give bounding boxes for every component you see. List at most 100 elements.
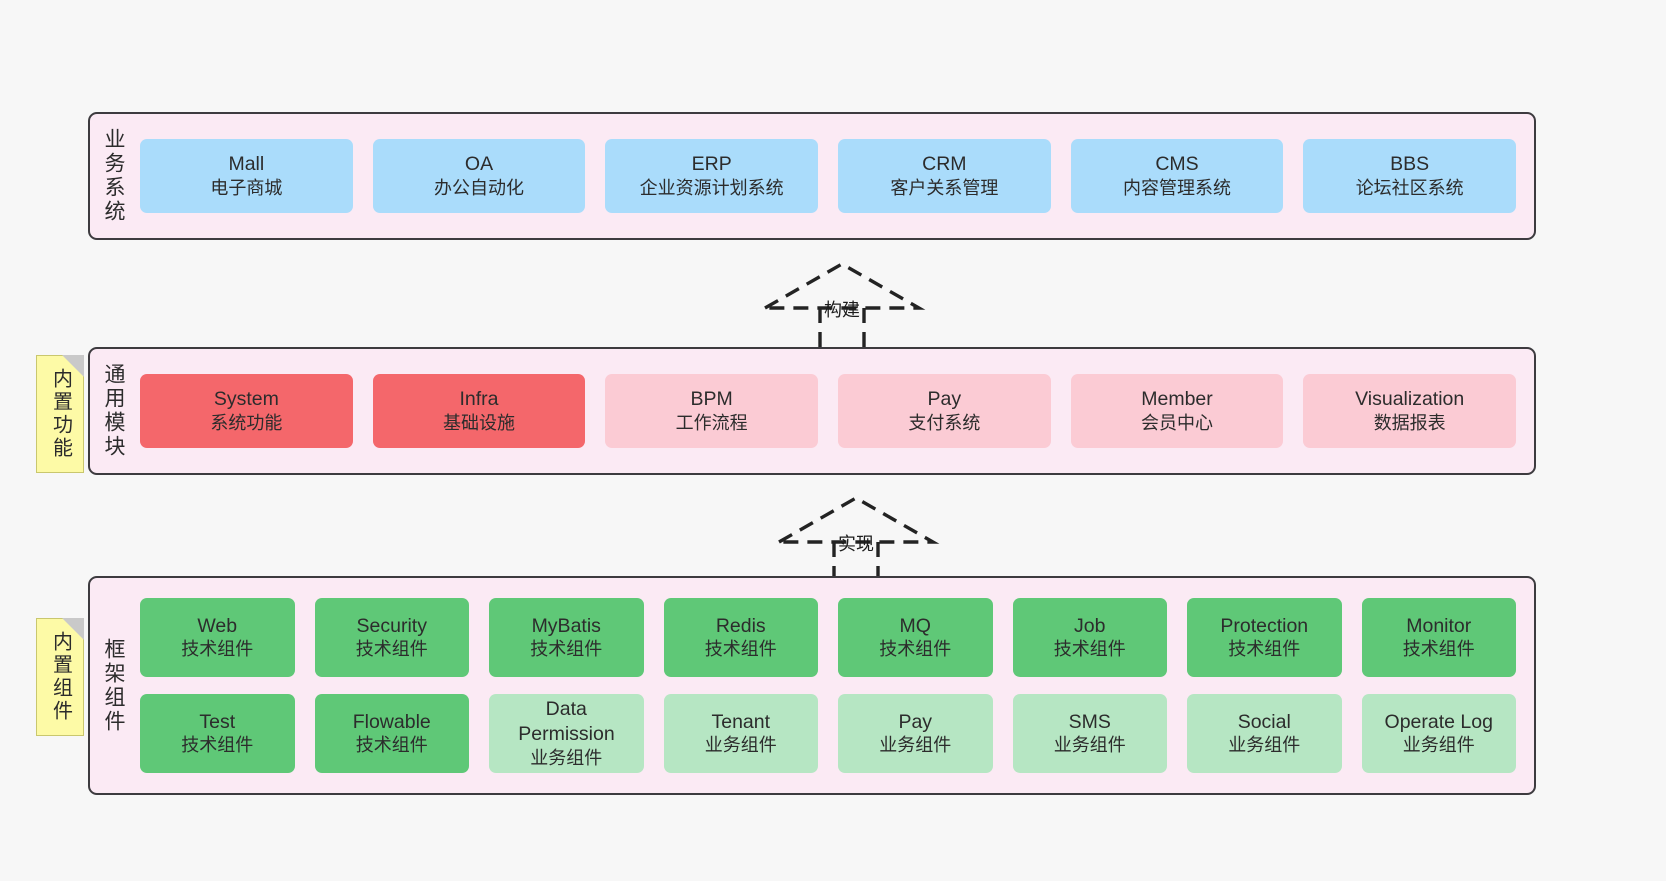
node-monitor-cn: 技术组件 bbox=[1402, 639, 1475, 660]
node-data-permission-cn: 业务组件 bbox=[530, 747, 603, 768]
node-pay-component-en: Pay bbox=[898, 710, 933, 733]
layer-title-framework-component: 框架组件 bbox=[102, 637, 126, 734]
connector-build-label: 构建 bbox=[824, 300, 860, 320]
node-mq[interactable]: MQ 技术组件 bbox=[838, 598, 993, 677]
node-crm-cn: 客户关系管理 bbox=[890, 177, 999, 198]
node-member-cn: 会员中心 bbox=[1141, 412, 1214, 433]
node-web-cn: 技术组件 bbox=[181, 639, 254, 660]
node-job-cn: 技术组件 bbox=[1053, 639, 1126, 660]
node-social-cn: 业务组件 bbox=[1228, 735, 1301, 756]
node-system-cn: 系统功能 bbox=[210, 412, 283, 433]
node-data-permission-en: Data Permission bbox=[518, 698, 615, 745]
node-bbs[interactable]: BBS 论坛社区系统 bbox=[1303, 139, 1517, 213]
node-job[interactable]: Job 技术组件 bbox=[1012, 598, 1167, 677]
node-redis[interactable]: Redis 技术组件 bbox=[663, 598, 818, 677]
node-operate-log-en: Operate Log bbox=[1384, 710, 1493, 733]
node-sms-en: SMS bbox=[1068, 710, 1111, 733]
node-visualization-cn: 数据报表 bbox=[1373, 412, 1446, 433]
node-infra[interactable]: Infra 基础设施 bbox=[372, 374, 586, 448]
node-mall-en: Mall bbox=[228, 153, 265, 175]
node-infra-cn: 基础设施 bbox=[443, 412, 515, 433]
node-flowable-cn: 技术组件 bbox=[355, 735, 428, 756]
node-mybatis-en: MyBatis bbox=[531, 614, 601, 637]
node-protection-en: Protection bbox=[1220, 614, 1309, 637]
note-builtin-component-label: 内置组件 bbox=[49, 631, 72, 723]
node-sms-cn: 业务组件 bbox=[1053, 735, 1126, 756]
node-oa[interactable]: OA 办公自动化 bbox=[372, 139, 586, 213]
note-builtin-function: 内置功能 bbox=[36, 355, 84, 473]
node-test-cn: 技术组件 bbox=[181, 735, 254, 756]
note-builtin-function-label: 内置功能 bbox=[49, 368, 72, 460]
node-erp-en: ERP bbox=[691, 153, 732, 175]
node-cms-cn: 内容管理系统 bbox=[1123, 177, 1232, 198]
node-sms[interactable]: SMS 业务组件 bbox=[1012, 694, 1167, 773]
node-bpm-en: BPM bbox=[690, 388, 733, 410]
node-system-en: System bbox=[213, 388, 279, 410]
node-social[interactable]: Social 业务组件 bbox=[1187, 694, 1342, 773]
node-bbs-en: BBS bbox=[1390, 153, 1430, 175]
node-infra-en: Infra bbox=[459, 388, 499, 410]
node-member[interactable]: Member 会员中心 bbox=[1070, 374, 1284, 448]
node-monitor[interactable]: Monitor 技术组件 bbox=[1361, 598, 1516, 677]
node-pay-component[interactable]: Pay 业务组件 bbox=[838, 694, 993, 773]
node-pay-module-en: Pay bbox=[927, 388, 962, 410]
node-oa-cn: 办公自动化 bbox=[434, 177, 524, 198]
node-security-en: Security bbox=[356, 614, 427, 637]
node-protection[interactable]: Protection 技术组件 bbox=[1187, 598, 1342, 677]
node-operate-log[interactable]: Operate Log 业务组件 bbox=[1361, 694, 1516, 773]
row-business-components: Test 技术组件 Flowable 技术组件 Data Permission … bbox=[140, 694, 1516, 773]
layer-framework-component: 框架组件 Web 技术组件 Security 技术组件 MyBatis 技术组件… bbox=[88, 576, 1536, 795]
node-pay-module[interactable]: Pay 支付系统 bbox=[838, 374, 1051, 448]
node-cms-en: CMS bbox=[1155, 153, 1199, 175]
node-tenant[interactable]: Tenant 业务组件 bbox=[663, 694, 818, 773]
note-builtin-component: 内置组件 bbox=[36, 618, 84, 736]
row-common-modules: System 系统功能 Infra 基础设施 BPM 工作流程 Pay 支付系统… bbox=[140, 374, 1517, 448]
node-redis-en: Redis bbox=[715, 614, 766, 637]
node-mq-cn: 技术组件 bbox=[879, 639, 952, 660]
node-test[interactable]: Test 技术组件 bbox=[140, 694, 295, 773]
node-tenant-en: Tenant bbox=[711, 710, 771, 733]
layer-body-business-system: Mall 电子商城 OA 办公自动化 ERP 企业资源计划系统 CRM 客户关系… bbox=[136, 114, 1534, 238]
node-erp-cn: 企业资源计划系统 bbox=[639, 177, 784, 198]
layer-business-system: 业务系统 Mall 电子商城 OA 办公自动化 ERP 企业资源计划系统 CRM bbox=[88, 112, 1536, 240]
node-mall[interactable]: Mall 电子商城 bbox=[140, 139, 353, 213]
node-bpm[interactable]: BPM 工作流程 bbox=[605, 374, 819, 448]
node-mybatis[interactable]: MyBatis 技术组件 bbox=[489, 598, 644, 677]
layer-body-framework-component: Web 技术组件 Security 技术组件 MyBatis 技术组件 Redi… bbox=[136, 578, 1534, 793]
node-job-en: Job bbox=[1074, 614, 1106, 637]
node-crm[interactable]: CRM 客户关系管理 bbox=[838, 139, 1051, 213]
connector-build: 构建 bbox=[757, 258, 927, 354]
connector-implement: 实现 bbox=[771, 492, 941, 588]
node-visualization[interactable]: Visualization 数据报表 bbox=[1303, 374, 1517, 448]
node-redis-cn: 技术组件 bbox=[704, 639, 777, 660]
node-protection-cn: 技术组件 bbox=[1228, 639, 1301, 660]
node-monitor-en: Monitor bbox=[1406, 614, 1472, 637]
row-technical-components: Web 技术组件 Security 技术组件 MyBatis 技术组件 Redi… bbox=[140, 598, 1516, 677]
node-flowable-en: Flowable bbox=[352, 710, 431, 733]
node-pay-module-cn: 支付系统 bbox=[908, 412, 981, 433]
node-erp[interactable]: ERP 企业资源计划系统 bbox=[605, 139, 819, 213]
node-flowable[interactable]: Flowable 技术组件 bbox=[314, 694, 469, 773]
node-cms[interactable]: CMS 内容管理系统 bbox=[1070, 139, 1284, 213]
layer-common-module: 通用模块 System 系统功能 Infra 基础设施 BPM 工作流程 Pay bbox=[88, 347, 1536, 475]
layer-title-common-module: 通用模块 bbox=[102, 363, 126, 459]
node-bbs-cn: 论坛社区系统 bbox=[1355, 177, 1464, 198]
node-security[interactable]: Security 技术组件 bbox=[314, 598, 469, 677]
layer-title-business-system: 业务系统 bbox=[102, 128, 126, 224]
node-system[interactable]: System 系统功能 bbox=[140, 374, 353, 448]
node-tenant-cn: 业务组件 bbox=[704, 735, 777, 756]
node-web[interactable]: Web 技术组件 bbox=[140, 598, 295, 677]
node-operate-log-cn: 业务组件 bbox=[1402, 735, 1475, 756]
node-pay-component-cn: 业务组件 bbox=[879, 735, 952, 756]
node-oa-en: OA bbox=[464, 153, 494, 175]
connector-implement-label: 实现 bbox=[838, 534, 874, 554]
node-mybatis-cn: 技术组件 bbox=[530, 639, 603, 660]
layer-body-common-module: System 系统功能 Infra 基础设施 BPM 工作流程 Pay 支付系统… bbox=[136, 349, 1534, 473]
node-mall-cn: 电子商城 bbox=[210, 177, 283, 198]
node-bpm-cn: 工作流程 bbox=[675, 412, 748, 433]
row-business-systems: Mall 电子商城 OA 办公自动化 ERP 企业资源计划系统 CRM 客户关系… bbox=[140, 139, 1517, 213]
node-data-permission[interactable]: Data Permission 业务组件 bbox=[489, 694, 644, 773]
node-crm-en: CRM bbox=[922, 153, 967, 175]
node-security-cn: 技术组件 bbox=[355, 639, 428, 660]
